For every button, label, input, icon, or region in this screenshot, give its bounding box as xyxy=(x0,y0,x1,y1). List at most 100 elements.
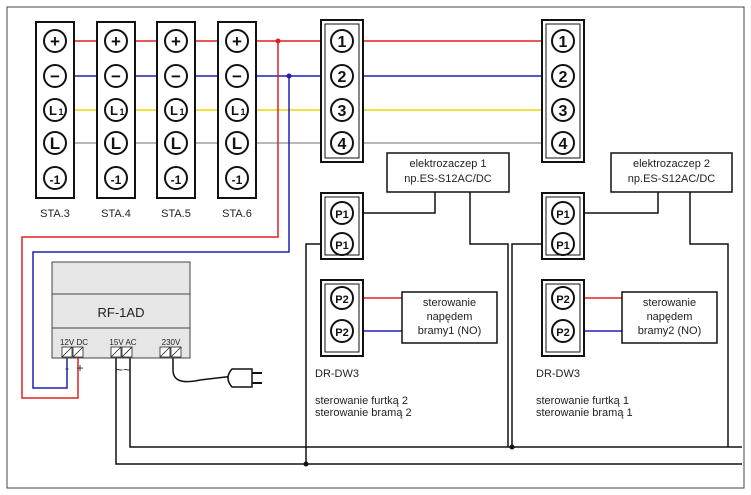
psu-screw-terminals xyxy=(61,346,182,358)
lock-box-text: np.ES-S12AC/DC xyxy=(404,173,491,185)
terminal-circle xyxy=(551,286,575,310)
module-label: DR-DW3 xyxy=(315,368,359,380)
psu-15v-label: 15V AC xyxy=(109,338,136,347)
terminal-subscript: 1 xyxy=(58,107,63,117)
terminal-circle xyxy=(225,131,249,155)
black-wires xyxy=(115,192,742,465)
terminal-label: + xyxy=(232,32,242,51)
psu-ac-mark: ~~ xyxy=(115,362,131,377)
psu-top xyxy=(51,261,191,295)
terminal-label: − xyxy=(111,67,121,86)
terminal-label: + xyxy=(171,32,181,51)
terminal-label: P1 xyxy=(335,240,348,252)
terminal-circle xyxy=(104,131,128,155)
terminal-label: -1 xyxy=(171,173,182,187)
terminal-label: − xyxy=(50,67,60,86)
psu-plus-mark: + xyxy=(76,361,83,375)
terminal-circle xyxy=(551,29,575,53)
psu-name: RF-1AD xyxy=(98,305,145,320)
wire-ac-2 xyxy=(129,358,742,448)
terminal-circle xyxy=(225,166,249,190)
gate-box xyxy=(401,291,498,344)
terminal-label: 3 xyxy=(338,103,347,120)
terminal-label: L xyxy=(110,103,118,118)
terminal-circle xyxy=(330,131,354,155)
wire-minus-feed xyxy=(32,76,290,389)
terminal-label: P2 xyxy=(556,327,569,339)
power-supply: RF-1AD 12V DC 15V AC 230V - + ~~ xyxy=(51,261,191,377)
module-note: sterowanie bramą 1 xyxy=(536,407,633,419)
terminal-label: P2 xyxy=(335,294,348,306)
module-upper-inner xyxy=(324,23,360,159)
terminal-label: 4 xyxy=(559,136,568,153)
terminal-label: 3 xyxy=(559,103,568,120)
lock-box-text: np.ES-S12AC/DC xyxy=(628,173,715,185)
terminal-circle xyxy=(164,166,188,190)
psu-body xyxy=(51,293,191,329)
terminal-label: P2 xyxy=(556,294,569,306)
module-note: sterowanie bramą 2 xyxy=(315,407,412,419)
terminal-label: P1 xyxy=(556,209,569,221)
terminal-circle xyxy=(43,131,67,155)
junction-black-2 xyxy=(509,444,515,450)
terminal-label: P2 xyxy=(335,327,348,339)
terminal-circle xyxy=(43,98,67,122)
psu-12v-label: 12V DC xyxy=(60,338,88,347)
terminal-label: − xyxy=(171,67,181,86)
terminal-circle xyxy=(330,29,354,53)
power-plug-icon xyxy=(227,368,262,388)
terminal-circle xyxy=(164,64,188,88)
terminal-circle xyxy=(104,64,128,88)
terminal-circle xyxy=(43,29,67,53)
junction-plus xyxy=(275,38,281,44)
terminal-label: − xyxy=(232,67,242,86)
terminal-label: 1 xyxy=(559,34,568,51)
terminal-label: -1 xyxy=(232,173,243,187)
terminal-circle xyxy=(330,286,354,310)
junction-minus xyxy=(286,73,292,79)
terminal-label: L xyxy=(170,103,178,118)
terminal-label: 2 xyxy=(559,69,568,86)
terminal-label: L xyxy=(232,134,242,153)
terminal-circle xyxy=(225,29,249,53)
gate-box-text: sterowanie xyxy=(643,297,696,309)
terminal-circle xyxy=(551,98,575,122)
terminal-circle xyxy=(164,98,188,122)
terminal-circle xyxy=(104,98,128,122)
terminal-circle xyxy=(225,64,249,88)
terminal-circle xyxy=(330,201,354,225)
gate-box-text: sterowanie xyxy=(423,297,476,309)
gate-wires xyxy=(358,297,622,332)
terminal-circle xyxy=(104,29,128,53)
psu-minus-mark: - xyxy=(65,361,69,375)
terminal-subscript: 1 xyxy=(240,107,245,117)
psu-230v-label: 230V xyxy=(162,338,181,347)
terminal-label: 1 xyxy=(338,34,347,51)
gate-box xyxy=(621,291,718,344)
terminal-label: L xyxy=(231,103,239,118)
module-upper-inner xyxy=(545,23,581,159)
station-label: STA.6 xyxy=(222,208,252,220)
terminal-label: -1 xyxy=(111,173,122,187)
terminal-circle xyxy=(43,166,67,190)
terminal-circle xyxy=(164,131,188,155)
terminal-subscript: 1 xyxy=(119,107,124,117)
terminal-label: + xyxy=(50,32,60,51)
terminal-label: L xyxy=(171,134,181,153)
terminal-label: 4 xyxy=(338,136,347,153)
terminal-circle xyxy=(330,319,354,343)
lock-box-text: elektrozaczep 2 xyxy=(633,158,710,170)
wire-ac-1 xyxy=(115,358,742,465)
terminal-circle xyxy=(164,29,188,53)
module-p2-inner xyxy=(545,283,581,353)
terminal-circle xyxy=(551,232,575,256)
terminal-label: 2 xyxy=(338,69,347,86)
terminal-label: -1 xyxy=(50,173,61,187)
